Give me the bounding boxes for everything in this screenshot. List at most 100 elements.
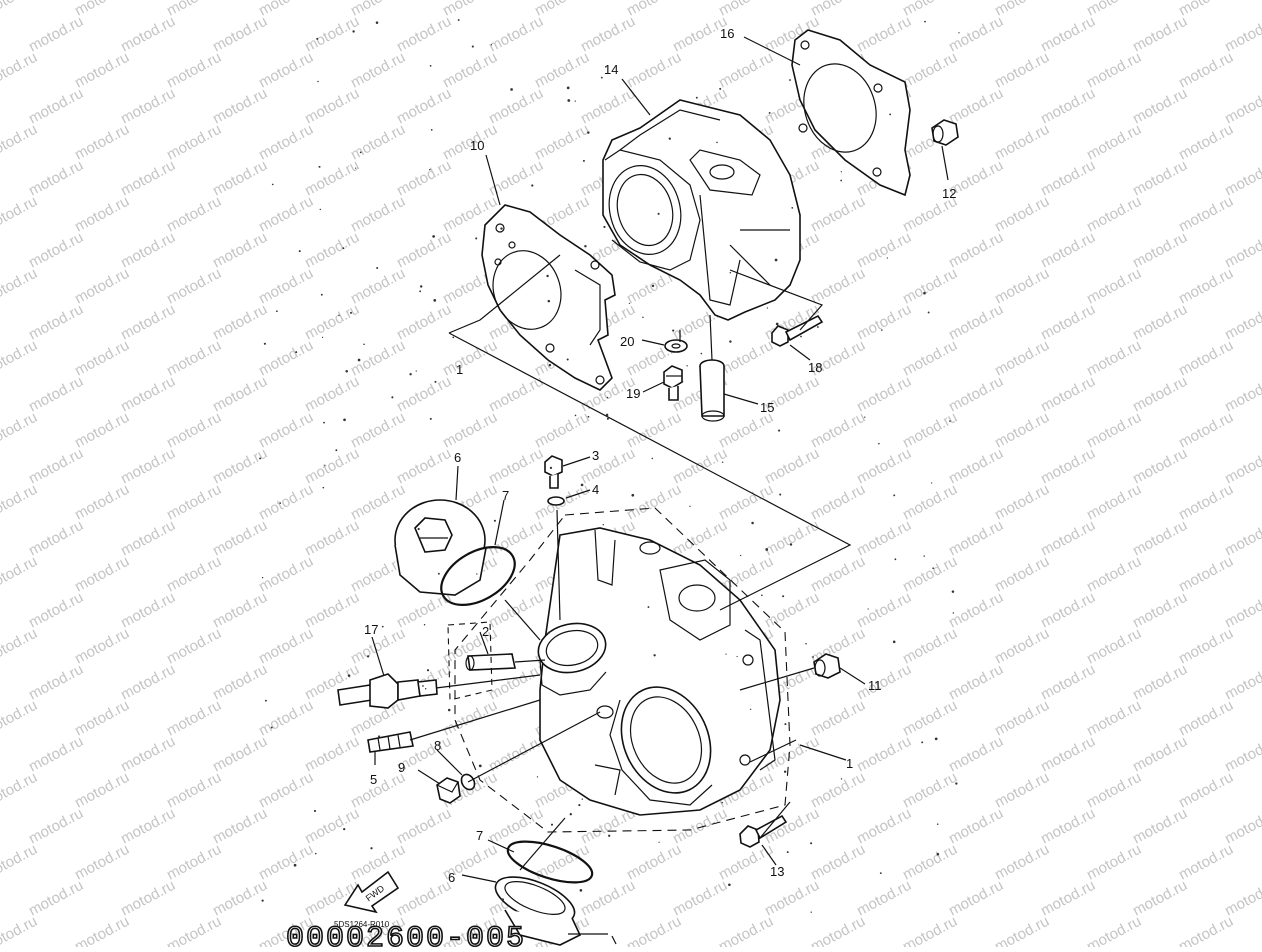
speckle <box>476 573 478 575</box>
speckle <box>840 778 843 780</box>
speckle <box>924 20 926 23</box>
callout-3: 3 <box>592 448 599 463</box>
watermark-text: motod.ru <box>1130 661 1190 704</box>
watermark-text: motod.ru <box>394 13 454 56</box>
water-pipe <box>699 359 725 422</box>
speckle <box>958 32 960 34</box>
speckle <box>349 311 353 314</box>
speckle <box>261 576 264 579</box>
watermark-text: motod.ru <box>164 625 224 668</box>
speckle <box>765 548 769 551</box>
watermark-text: motod.ru <box>992 841 1052 884</box>
watermark-text: motod.ru <box>0 337 40 380</box>
speckle <box>779 493 782 496</box>
speckle <box>343 418 346 422</box>
speckle <box>429 417 432 420</box>
watermark-text: motod.ru <box>210 517 270 560</box>
watermark-text: motod.ru <box>348 841 408 884</box>
speckle <box>879 872 882 875</box>
washer-small <box>547 496 565 506</box>
watermark-text: motod.ru <box>1176 49 1236 92</box>
watermark-text: motod.ru <box>26 517 86 560</box>
speckle <box>761 594 763 597</box>
watermark-text: motod.ru <box>394 157 454 200</box>
speckle <box>569 813 572 816</box>
watermark-text: motod.ru <box>210 805 270 848</box>
watermark-text: motod.ru <box>118 733 178 776</box>
speckle <box>298 250 301 253</box>
watermark-text: motod.ru <box>808 0 868 20</box>
print-speckles <box>259 19 960 913</box>
speckle <box>578 804 581 807</box>
watermark-text: motod.ru <box>256 769 316 812</box>
speckle <box>324 464 326 466</box>
speckle <box>316 37 319 40</box>
speckle <box>531 184 534 187</box>
watermark-text: motod.ru <box>118 13 178 56</box>
speckle <box>889 113 892 116</box>
watermark-text: motod.ru <box>164 769 224 812</box>
watermark-text: motod.ru <box>256 121 316 164</box>
watermark-text: motod.ru <box>578 13 638 56</box>
watermark-text: motod.ru <box>348 481 408 524</box>
speckle <box>680 380 684 383</box>
watermark-text: motod.ru <box>992 553 1052 596</box>
watermark-text: motod.ru <box>302 805 362 848</box>
watermark-text: motod.ru <box>1176 625 1236 668</box>
cylinder-head <box>539 527 781 816</box>
watermark-text: motod.ru <box>1130 877 1190 920</box>
speckle <box>604 66 607 68</box>
speckle <box>840 179 843 182</box>
speckle <box>784 723 787 726</box>
watermark-text: motod.ru <box>992 913 1052 947</box>
watermark-text: motod.ru <box>348 49 408 92</box>
watermark-text: motod.ru <box>210 85 270 128</box>
speckle <box>430 128 433 131</box>
flange-bolt-lower <box>739 814 788 848</box>
speckle <box>377 735 381 738</box>
watermark-text: motod.ru <box>348 409 408 452</box>
watermark-text: motod.ru <box>394 85 454 128</box>
watermark-text: motod.ru <box>532 0 592 20</box>
watermark-text: motod.ru <box>716 913 776 947</box>
speckle <box>580 483 584 487</box>
watermark-text: motod.ru <box>72 337 132 380</box>
speckle <box>546 274 549 278</box>
watermark-text: motod.ru <box>210 373 270 416</box>
watermark-text: motod.ru <box>808 265 868 308</box>
speckle <box>768 111 771 114</box>
speckle <box>789 543 793 546</box>
watermark-text: motod.ru <box>670 517 730 560</box>
watermark-text: motod.ru <box>256 0 316 20</box>
speckle <box>840 171 843 173</box>
speckle <box>932 567 935 570</box>
speckle <box>574 100 576 102</box>
watermark-text: motod.ru <box>0 769 40 812</box>
callout-14: 14 <box>604 62 618 77</box>
speckle <box>782 595 785 598</box>
watermark-text: motod.ru <box>624 481 684 524</box>
watermark-text: motod.ru <box>26 445 86 488</box>
watermark-text: motod.ru <box>72 553 132 596</box>
watermark-text: motod.ru <box>900 337 960 380</box>
speckle <box>631 493 635 497</box>
speckle <box>566 86 570 90</box>
speckle <box>736 655 738 658</box>
callout-20: 20 <box>620 334 634 349</box>
watermark-text: motod.ru <box>1130 157 1190 200</box>
footer-catalog-code: 00002600-005 <box>286 922 526 947</box>
watermark-text: motod.ru <box>302 445 362 488</box>
watermark-text: motod.ru <box>348 769 408 812</box>
speckle <box>923 291 926 295</box>
watermark-text: motod.ru <box>0 265 40 308</box>
watermark-text: motod.ru <box>256 697 316 740</box>
speckle <box>271 183 274 186</box>
watermark-text: motod.ru <box>1038 733 1098 776</box>
watermark-text: motod.ru <box>1176 121 1236 164</box>
watermark-text: motod.ru <box>854 229 914 272</box>
speckle <box>321 336 324 339</box>
copper-washer <box>664 339 688 353</box>
speckle <box>370 847 373 850</box>
watermark-text: motod.ru <box>716 49 776 92</box>
watermark-text: motod.ru <box>348 265 408 308</box>
